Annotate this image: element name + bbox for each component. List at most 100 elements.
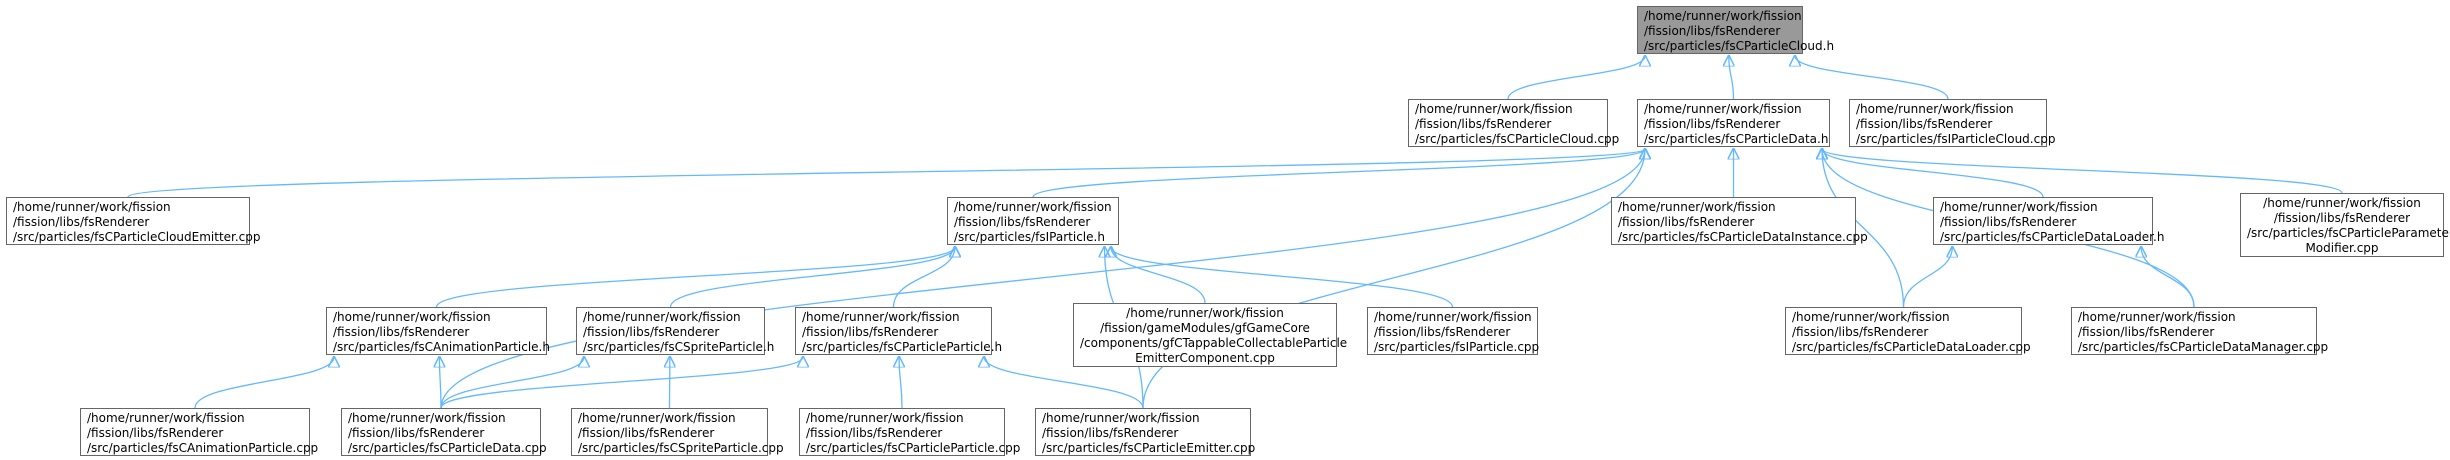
node-line: /fission/libs/fsRenderer [1042,426,1179,440]
node-fsCParticleParameterModifier-cpp[interactable]: /home/runner/work/fission /fission/libs/… [2240,193,2450,257]
edge-emitter_cpp-to-cparticle_h [984,357,1144,409]
node-line: /fission/libs/fsRenderer [806,426,943,440]
node-line: /src/particles/fsCSpriteParticle.cpp [578,441,784,455]
node-line: /components/gfCTappableCollectablePartic… [1080,336,1348,350]
node-line: /src/particles/fsCParticleParameter [2247,226,2450,240]
node-line: /src/particles/fsCParticleCloud.h [1644,39,1835,53]
node-line: /home/runner/work/fission [348,411,506,425]
edge-iparticle_h-to-data_h [1032,149,1645,198]
node-line: /fission/libs/fsRenderer [1792,325,1929,339]
node-line: /home/runner/work/fission [333,310,491,324]
node-fsCSpriteParticle-cpp[interactable]: /home/runner/work/fission /fission/libs/… [571,408,784,456]
node-line: /home/runner/work/fission [578,411,736,425]
node-line: /src/particles/fsCParticleCloud.cpp [1415,132,1620,146]
node-fsIParticle-h[interactable]: /home/runner/work/fission /fission/libs/… [947,197,1119,245]
node-fsIParticle-cpp[interactable]: /home/runner/work/fission /fission/libs/… [1367,307,1540,355]
node-line: /fission/libs/fsRenderer [578,426,715,440]
node-fsCAnimationParticle-h[interactable]: /home/runner/work/fission /fission/libs/… [326,307,550,355]
node-fsCAnimationParticle-cpp[interactable]: /home/runner/work/fission /fission/libs/… [80,408,318,456]
node-line: EmitterComponent.cpp [1135,351,1275,365]
node-fsCSpriteParticle-h[interactable]: /home/runner/work/fission /fission/libs/… [576,307,774,355]
node-line: /src/particles/fsCParticleData.h [1644,132,1829,146]
node-line: /src/particles/fsCAnimationParticle.h [333,340,550,354]
node-fsCParticleData-h[interactable]: /home/runner/work/fission /fission/libs/… [1637,99,1830,147]
node-fsCParticleDataLoader-cpp[interactable]: /home/runner/work/fission /fission/libs/… [1785,307,2031,355]
edge-cparticle_h-to-iparticle_h [892,247,956,308]
node-fsCParticleDataLoader-h[interactable]: /home/runner/work/fission /fission/libs/… [1933,197,2165,245]
edge-sprite_particle_h-to-iparticle_h [669,247,956,308]
node-line: /src/particles/fsCParticleData.cpp [348,441,547,455]
node-line: /home/runner/work/fission [1644,102,1802,116]
edge-icloud_cpp-to-root [1795,56,1949,100]
node-line: /fission/libs/fsRenderer [1415,117,1552,131]
node-fsCParticleDataInstance-cpp[interactable]: /home/runner/work/fission /fission/libs/… [1611,197,1868,245]
node-line: /home/runner/work/fission [806,411,964,425]
node-line: Modifier.cpp [2305,241,2379,255]
node-line: /home/runner/work/fission [1856,102,2014,116]
node-line: /home/runner/work/fission [2078,310,2236,324]
node-line: /home/runner/work/fission [1644,9,1802,23]
node-line: /fission/libs/fsRenderer [348,426,485,440]
node-line: /home/runner/work/fission [954,200,1112,214]
node-line: /src/particles/fsCParticleDataLoader.cpp [1792,340,2031,354]
node-fsCParticleDataManager-cpp[interactable]: /home/runner/work/fission /fission/libs/… [2071,307,2329,355]
node-fsCParticleParticle-h[interactable]: /home/runner/work/fission /fission/libs/… [795,307,1003,355]
edge-tappable_cpp-to-iparticle_h [1111,247,1206,304]
node-fsIParticleCloud-cpp[interactable]: /home/runner/work/fission /fission/libs/… [1849,99,2056,147]
node-line: /src/particles/fsIParticle.cpp [1374,340,1540,354]
edge-data_cpp-to-anim_particle_h [439,357,441,409]
node-line: /home/runner/work/fission [802,310,960,324]
node-fsCParticleCloud-h: /home/runner/work/fission /fission/libs/… [1637,6,1835,54]
node-line: /fission/libs/fsRenderer [13,215,150,229]
node-line: /fission/libs/fsRenderer [583,325,720,339]
edge-anim_particle_h-to-iparticle_h [435,247,956,308]
node-fsCParticleData-cpp[interactable]: /home/runner/work/fission /fission/libs/… [341,408,547,456]
node-line: /src/particles/fsCParticleParticle.cpp [806,441,1021,455]
node-line: /home/runner/work/fission [87,411,245,425]
edge-data_cpp-to-data_h [440,149,1645,409]
node-line: /home/runner/work/fission [13,200,171,214]
node-gfCTappableCollectableParticleEmitterComponent-cpp[interactable]: /home/runner/work/fission /fission/gameM… [1073,303,1348,367]
node-line: /fission/gameModules/gfGameCore [1100,321,1310,335]
edge-data_loader_cpp-to-data_loader_h [1902,247,1953,308]
edge-data_cpp-to-sprite_particle_h [440,357,584,409]
node-line: /fission/libs/fsRenderer [1618,215,1755,229]
edge-data_loader_cpp-to-data_h [1822,149,1905,308]
edge-anim_particle_cpp-to-anim_particle_h [194,357,334,409]
edge-cloud_cpp-to-root [1507,56,1645,100]
node-line: /home/runner/work/fission [1618,200,1776,214]
node-line: /fission/libs/fsRenderer [1374,325,1511,339]
edge-cparticle_cpp-to-cparticle_h [899,357,902,409]
node-line: /home/runner/work/fission [2263,196,2421,210]
node-line: /src/particles/fsCParticleDataLoader.h [1940,230,2165,244]
edge-emitter_cpp-to-data_h [1142,149,1645,409]
edge-cloud_emitter_cpp-to-data_h [127,149,1645,198]
edge-iparticle_cpp-to-iparticle_h [1111,247,1454,308]
node-line: /fission/libs/fsRenderer [1940,215,2077,229]
node-fsCParticleCloudEmitter-cpp[interactable]: /home/runner/work/fission /fission/libs/… [6,197,261,245]
node-line: /fission/libs/fsRenderer [1644,24,1781,38]
edge-data_h-to-root [1729,56,1734,100]
node-line: /fission/libs/fsRenderer [87,426,224,440]
node-line: /home/runner/work/fission [583,310,741,324]
node-fsCParticleEmitter-cpp[interactable]: /home/runner/work/fission /fission/libs/… [1035,408,1256,456]
node-line: /fission/libs/fsRenderer [2078,325,2215,339]
node-line: /fission/libs/fsRenderer [333,325,470,339]
node-fsCParticleCloud-cpp[interactable]: /home/runner/work/fission /fission/libs/… [1408,99,1620,147]
edge-data_loader_h-to-data_h [1822,149,2044,198]
node-line: /fission/libs/fsRenderer [2273,211,2411,225]
node-line: /home/runner/work/fission [1415,102,1573,116]
node-line: /src/particles/fsIParticleCloud.cpp [1856,132,2056,146]
edge-data_cpp-to-cparticle_h [440,357,803,409]
node-line: /src/particles/fsCParticleCloudEmitter.c… [13,230,261,244]
node-line: /src/particles/fsIParticle.h [954,230,1105,244]
node-line: /fission/libs/fsRenderer [954,215,1091,229]
node-line: /home/runner/work/fission [1374,310,1532,324]
node-line: /home/runner/work/fission [1940,200,2098,214]
node-line: /fission/libs/fsRenderer [1856,117,1993,131]
node-line: /src/particles/fsCParticleDataManager.cp… [2078,340,2329,354]
node-line: /src/particles/fsCParticleParticle.h [802,340,1003,354]
node-line: /src/particles/fsCParticleEmitter.cpp [1042,441,1256,455]
node-fsCParticleParticle-cpp[interactable]: /home/runner/work/fission /fission/libs/… [799,408,1021,456]
